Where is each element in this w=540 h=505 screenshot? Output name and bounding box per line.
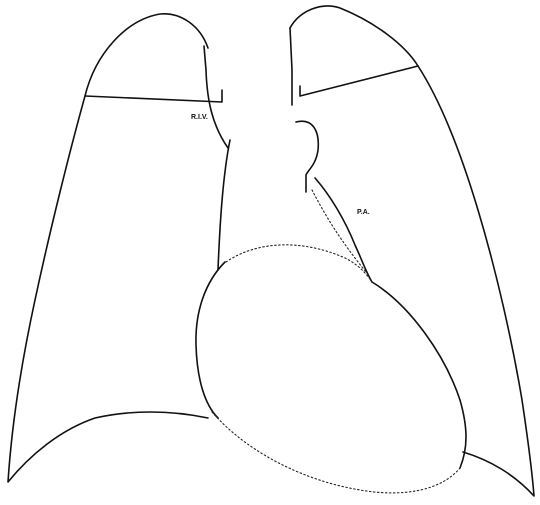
pulmonary-artery-border: [315, 178, 372, 282]
label-pa: P.A.: [357, 209, 370, 216]
right-inner-stroke: [204, 46, 228, 148]
right-horizontal-fissure: [85, 90, 222, 102]
right-lung-outline: [8, 14, 208, 482]
heart-upper-dotted: [226, 245, 372, 282]
heart-outline: [196, 262, 466, 468]
mediastinum-left-border: [218, 140, 230, 270]
left-horizontal-fissure: [300, 66, 418, 96]
heart-lower-dotted: [212, 412, 460, 493]
pulmonary-artery-dotted: [312, 190, 366, 272]
label-riv: R.I.V.: [191, 114, 208, 121]
aortic-knob: [296, 121, 318, 192]
left-inner-stroke: [290, 28, 292, 105]
